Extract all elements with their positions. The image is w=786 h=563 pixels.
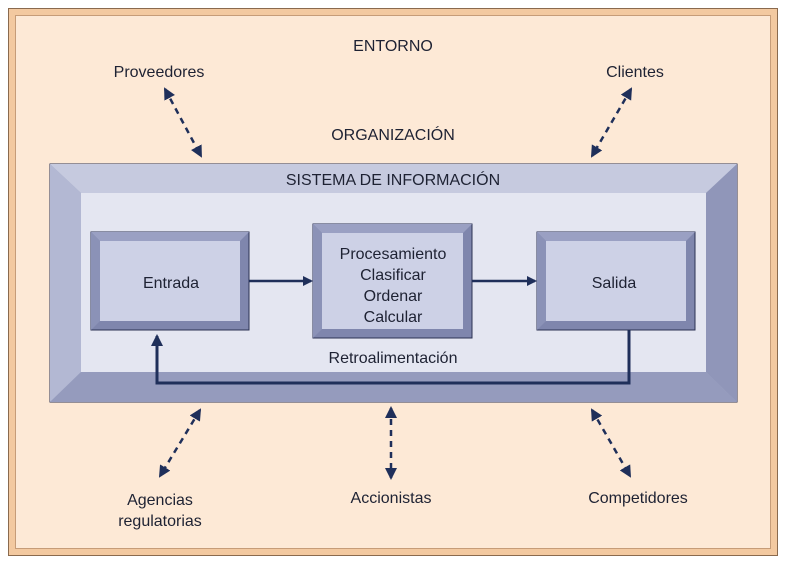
customers-label: Clientes — [606, 64, 664, 81]
suppliers-connector-arrow — [163, 87, 203, 158]
output-stage-label: Salida — [591, 275, 637, 292]
competitors-connector-arrow — [590, 408, 632, 478]
output-stage-box — [536, 231, 696, 331]
environment-label: ENTORNO — [353, 38, 433, 55]
system-label: SISTEMA DE INFORMACIÓN — [285, 172, 501, 189]
processing-stage-label: Procesamiento Clasificar Ordenar Calcula… — [339, 246, 447, 326]
information-system-block — [49, 163, 738, 403]
competitors-label: Competidores — [588, 490, 688, 507]
feedback-arrow — [151, 330, 631, 385]
input-stage-box — [90, 231, 250, 331]
suppliers-label: Proveedores — [113, 64, 205, 81]
regulators-connector-arrow — [158, 408, 202, 478]
input-stage-label: Entrada — [142, 275, 200, 292]
processing-stage-box — [312, 223, 473, 339]
organization-label: ORGANIZACIÓN — [331, 127, 455, 144]
regulators-label: Agencias regulatorias — [118, 492, 202, 530]
feedback-label: Retroalimentación — [328, 350, 458, 367]
stockholders-label: Accionistas — [350, 490, 432, 507]
customers-connector-arrow — [590, 87, 633, 158]
